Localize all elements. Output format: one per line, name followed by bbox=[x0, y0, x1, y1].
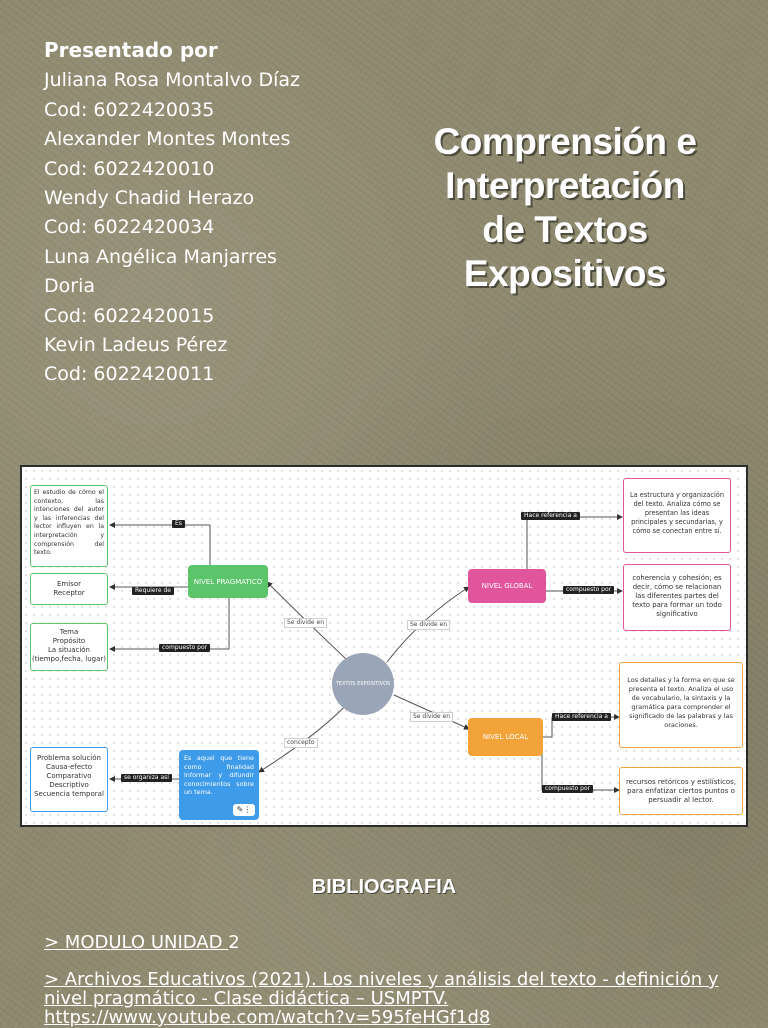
tipo-line: Descriptivo bbox=[49, 781, 89, 789]
author-line: Doria bbox=[44, 275, 95, 298]
local-compuesto-text: recursos retóricos y estilísticos, para … bbox=[625, 778, 737, 804]
receptor-text: Receptor bbox=[53, 589, 85, 597]
authors-block: Presentado por Juliana Rosa Montalvo Día… bbox=[44, 36, 300, 390]
label-se-divide: Se divide en bbox=[284, 618, 328, 628]
author-line: Alexander Montes Montes bbox=[44, 128, 291, 151]
tema-box: Tema Propósito La situación (tiempo,fech… bbox=[30, 623, 108, 671]
global-definition-text: La estructura y organización del texto. … bbox=[629, 491, 725, 535]
center-node-label: TEXTOS EXPOSITIVOS bbox=[335, 681, 391, 687]
tag-compuesto: compuesto por bbox=[563, 586, 615, 594]
reference-1: > MODULO UNIDAD 2 bbox=[44, 933, 240, 952]
tag-compuesto: compuesto por bbox=[542, 785, 594, 793]
tipo-line: Secuencia temporal bbox=[34, 790, 104, 798]
authors-heading: Presentado por bbox=[44, 38, 218, 62]
label-concepto: concepto bbox=[284, 738, 318, 748]
local-definition-box: Los detalles y la forma en que se presen… bbox=[619, 662, 743, 748]
tag-organiza: se organiza así bbox=[121, 774, 172, 782]
author-line: Cod: 6022420035 bbox=[44, 98, 215, 121]
tipo-line: Problema solución bbox=[37, 754, 101, 762]
title-line: Comprensión e bbox=[433, 121, 697, 162]
tema-line: Tema bbox=[59, 628, 79, 636]
author-line: Kevin Ladeus Pérez bbox=[44, 334, 228, 357]
label-se-divide: Se divide en bbox=[410, 712, 454, 722]
tipo-line: Comparativo bbox=[46, 772, 92, 780]
local-compuesto-box: recursos retóricos y estilísticos, para … bbox=[619, 767, 743, 815]
tag-hace-referencia: Hace referencia a bbox=[552, 713, 611, 721]
tema-line: La situación bbox=[48, 646, 90, 654]
reference-1-link[interactable]: > MODULO UNIDAD bbox=[44, 932, 229, 953]
global-definition-box: La estructura y organización del texto. … bbox=[623, 478, 731, 553]
tema-line: (tiempo,fecha, lugar) bbox=[31, 655, 107, 663]
tipo-line: Causa-efecto bbox=[45, 763, 93, 771]
author-line: Cod: 6022420015 bbox=[44, 304, 215, 327]
nivel-pragmatico-label: NIVEL PRAGMATICO bbox=[193, 577, 263, 586]
nivel-local-label: NIVEL LOCAL bbox=[482, 733, 529, 741]
pragmatico-definition-text: El estudio de cómo el contexto, las inte… bbox=[34, 489, 104, 557]
tag-es: Es bbox=[172, 520, 185, 528]
edit-icon[interactable]: ✎⋮ bbox=[233, 804, 255, 816]
emisor-receptor-box: Emisor Receptor bbox=[30, 573, 108, 605]
author-line: Cod: 6022420010 bbox=[44, 157, 215, 180]
reference-2-link[interactable]: > Archivos Educativos (2021). Los nivele… bbox=[44, 969, 719, 1028]
nivel-global-node[interactable]: NIVEL GLOBAL bbox=[468, 569, 546, 603]
nivel-pragmatico-node[interactable]: NIVEL PRAGMATICO bbox=[188, 565, 268, 598]
page-title: Comprensión e Interpretación de Textos E… bbox=[395, 120, 735, 296]
title-line: Expositivos bbox=[463, 253, 667, 294]
nivel-global-label: NIVEL GLOBAL bbox=[481, 582, 533, 590]
tipos-box: Problema solución Causa-efecto Comparati… bbox=[30, 747, 108, 812]
title-line: de Textos bbox=[482, 209, 648, 250]
center-node[interactable]: TEXTOS EXPOSITIVOS bbox=[332, 653, 394, 715]
global-compuesto-text: coherencia y cohesión; es decir, cómo se… bbox=[632, 574, 722, 618]
es-definition-text: Es aquel que tiene como finalidad inform… bbox=[184, 754, 254, 797]
global-compuesto-box: coherencia y cohesión; es decir, cómo se… bbox=[623, 564, 731, 631]
author-line: Cod: 6022420034 bbox=[44, 216, 215, 239]
tag-hace-referencia: Hace referencia a bbox=[521, 512, 580, 520]
es-definition-box[interactable]: Es aquel que tiene como finalidad inform… bbox=[179, 750, 259, 820]
tema-line: Propósito bbox=[52, 637, 86, 645]
tag-compuesto: compuesto por bbox=[159, 644, 211, 652]
author-line: Cod: 6022420011 bbox=[44, 363, 215, 386]
pragmatico-definition-box: El estudio de cómo el contexto, las inte… bbox=[30, 485, 108, 567]
author-line: Luna Angélica Manjarres bbox=[44, 245, 277, 268]
author-line: Wendy Chadid Herazo bbox=[44, 187, 255, 210]
reference-2: > Archivos Educativos (2021). Los nivele… bbox=[44, 970, 734, 1027]
label-se-divide: Se divide en bbox=[407, 620, 451, 630]
emisor-text: Emisor bbox=[57, 580, 81, 588]
title-line: Interpretación bbox=[445, 165, 685, 206]
nivel-local-node[interactable]: NIVEL LOCAL bbox=[468, 718, 543, 756]
reference-1-number: 2 bbox=[228, 932, 240, 953]
tag-requiere: Requiere de bbox=[132, 587, 174, 595]
mind-map[interactable]: TEXTOS EXPOSITIVOS NIVEL PRAGMATICO NIVE… bbox=[20, 465, 748, 827]
local-definition-text: Los detalles y la forma en que se presen… bbox=[627, 676, 735, 729]
author-line: Juliana Rosa Montalvo Díaz bbox=[44, 69, 300, 92]
bibliography-heading: BIBLIOGRAFIA bbox=[311, 876, 457, 898]
